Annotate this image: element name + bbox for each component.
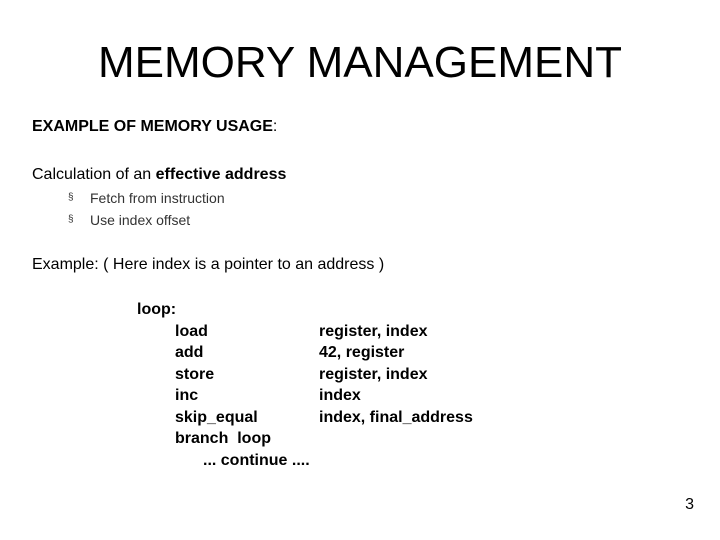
example-description: Example: ( Here index is a pointer to an… [32, 256, 385, 273]
calculation-line: Calculation of an effective address [32, 165, 286, 185]
section-heading: EXAMPLE OF MEMORY USAGE: [32, 117, 277, 137]
calculation-prefix: Calculation of an [32, 166, 156, 183]
section-heading-bold: EXAMPLE OF MEMORY USAGE [32, 118, 273, 135]
code-op: store [175, 365, 215, 383]
code-arg: register, index [319, 365, 428, 383]
bullet-item: § Use index offset [68, 209, 225, 231]
code-op: inc [175, 387, 199, 404]
bullet-list: § Fetch from instruction § Use index offse… [68, 187, 225, 231]
code-op: load [175, 322, 208, 340]
calculation-emphasis: effective address [155, 166, 287, 183]
code-arg: index [319, 387, 361, 404]
code-op: add [175, 344, 204, 361]
slide-title: MEMORY MANAGEMENT [98, 38, 622, 87]
code-arg: index, final_address [319, 408, 473, 426]
section-heading-colon: : [272, 118, 278, 135]
code-continue: ... continue .... [203, 451, 310, 469]
code-arg: register, index [319, 322, 428, 340]
code-op: skip_equal [175, 408, 258, 426]
code-arg: 42, register [319, 344, 405, 361]
bullet-text: Use index offset [90, 212, 191, 228]
bullet-icon: § [68, 192, 74, 203]
code-label: loop: [137, 301, 177, 318]
code-op: branch loop [175, 430, 271, 447]
bullet-item: § Fetch from instruction [68, 187, 225, 209]
page-number: 3 [685, 496, 694, 513]
bullet-icon: § [68, 214, 74, 225]
bullet-text: Fetch from instruction [90, 190, 225, 206]
